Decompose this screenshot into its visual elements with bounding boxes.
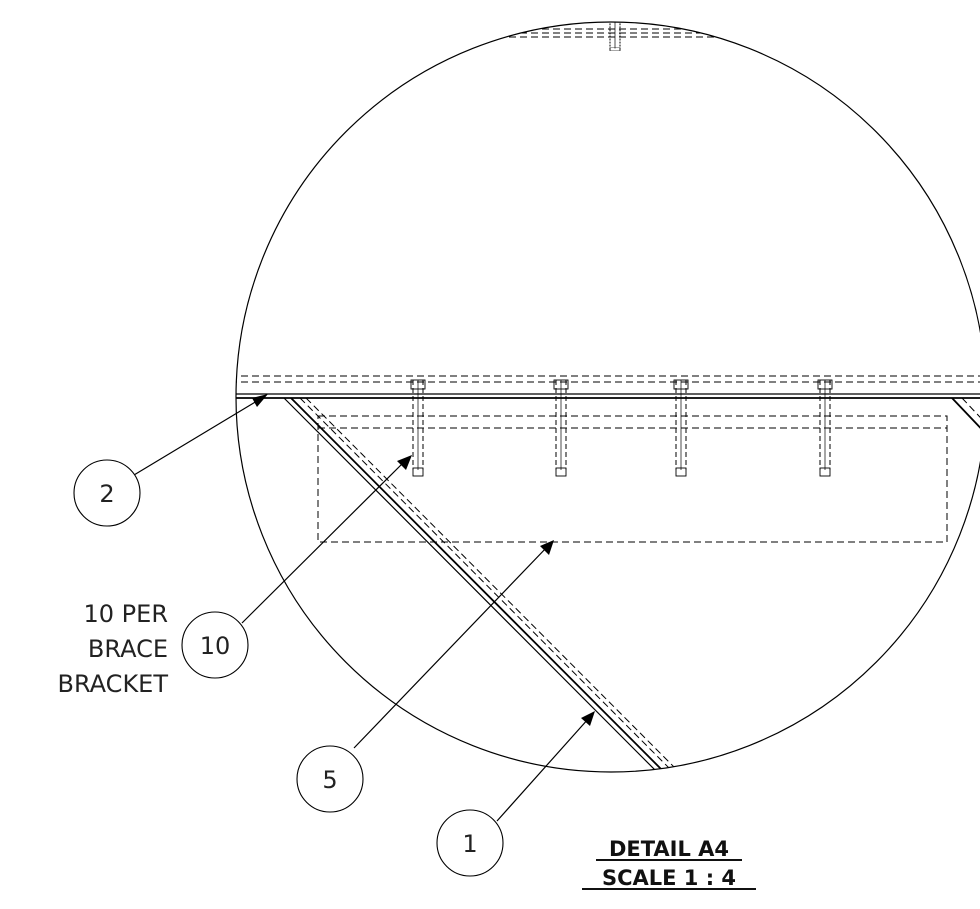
arrowhead-10 xyxy=(397,455,412,470)
balloon-2: 2 xyxy=(73,459,141,527)
note-line-3: BRACKET xyxy=(58,670,169,698)
arrowhead-5 xyxy=(540,540,554,555)
balloon-5: 5 xyxy=(296,745,364,813)
balloon-2-label: 2 xyxy=(99,480,114,508)
top-bolt xyxy=(607,22,623,52)
brace-edge-1 xyxy=(283,397,664,772)
balloon-1-label: 1 xyxy=(462,830,477,858)
brace-hidden-2 xyxy=(305,397,686,772)
balloon-10: 10 xyxy=(181,611,249,679)
leader-5 xyxy=(353,545,549,749)
detail-title: DETAIL A4 xyxy=(609,837,729,861)
bracket-note: 10 PER BRACE BRACKET xyxy=(58,600,169,698)
brace-bracket-hidden-outline xyxy=(317,415,948,543)
detail-scale: SCALE 1 : 4 xyxy=(602,866,736,890)
note-line-2: BRACE xyxy=(88,635,168,663)
detail-geometry xyxy=(236,22,980,772)
balloon-1: 1 xyxy=(436,809,504,877)
leader-1 xyxy=(496,717,590,822)
right-brace-edge xyxy=(951,397,980,439)
brace-edge-2 xyxy=(290,397,671,772)
balloon-5-label: 5 xyxy=(322,766,337,794)
arrowhead-1 xyxy=(581,711,595,726)
note-line-1: 10 PER xyxy=(84,600,168,628)
arrowhead-2 xyxy=(252,394,268,407)
leader-2 xyxy=(133,397,263,476)
brace-hidden-1 xyxy=(299,397,680,772)
leader-10 xyxy=(241,460,406,624)
detail-title-block: DETAIL A4 SCALE 1 : 4 xyxy=(582,837,756,890)
detail-boundary-circle xyxy=(235,21,980,773)
balloon-10-label: 10 xyxy=(200,632,231,660)
leaders xyxy=(133,394,595,822)
